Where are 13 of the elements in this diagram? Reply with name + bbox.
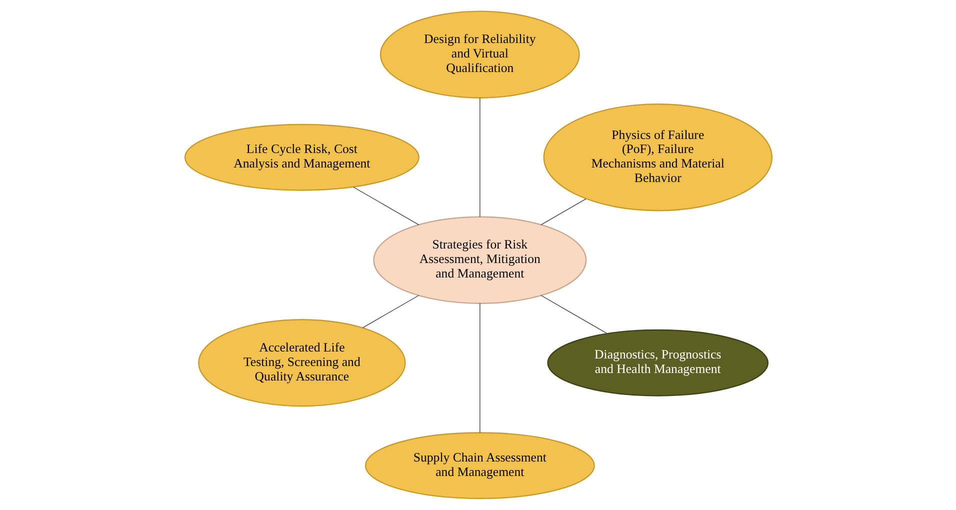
- node-ellipse: Design for Reliability and Virtual Qualification: [379, 10, 580, 98]
- node-ellipse: Strategies for Risk Assessment, Mitigation and Management: [372, 216, 586, 304]
- connector: [540, 294, 608, 334]
- node-ellipse: Physics of Failure (PoF), Failure Mechanisms and Material Behavior: [542, 104, 772, 212]
- node-ellipse: Supply Chain Assessment and Management: [364, 432, 594, 500]
- connector: [479, 302, 480, 434]
- connector: [540, 198, 586, 226]
- connector: [479, 98, 480, 218]
- node-ellipse: Accelerated Life Testing, Screening and Quality Assurance: [198, 319, 406, 407]
- connector: [362, 294, 419, 328]
- node-ellipse: Life Cycle Risk, Cost Analysis and Management: [184, 124, 419, 191]
- node-ellipse: Diagnostics, Prognostics and Health Management: [546, 329, 768, 396]
- connector: [352, 186, 419, 226]
